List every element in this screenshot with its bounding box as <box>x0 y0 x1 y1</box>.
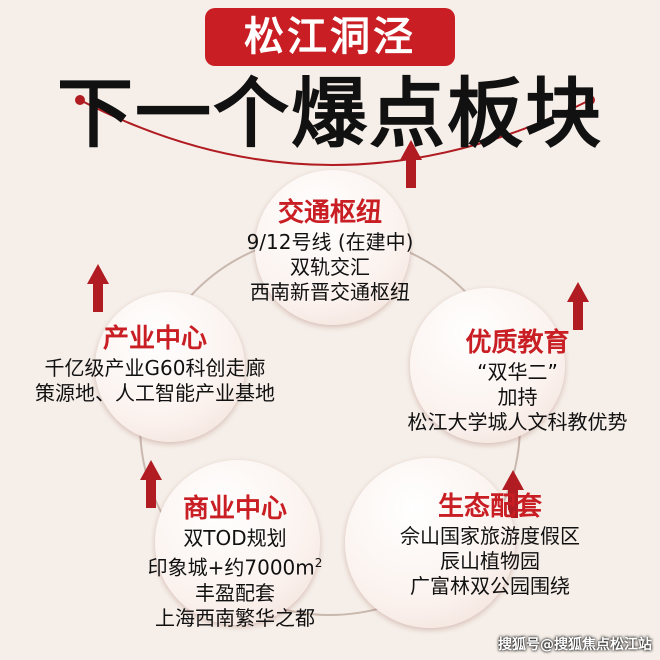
up-arrow-icon <box>400 140 422 188</box>
node-line: 西南新晋交通枢纽 <box>250 280 410 304</box>
title-arc-dot-left <box>75 95 85 105</box>
node-education: 优质教育 “双华二” 加持 松江大学城人文科教优势 <box>375 326 660 435</box>
node-commerce: 商业中心 双TOD规划 印象城+约7000m2 丰盈配套 上海西南繁华之都 <box>95 492 375 631</box>
node-line: 佘山国家旅游度假区 <box>400 524 580 548</box>
node-line: 策源地、人工智能产业基地 <box>35 381 275 405</box>
title-arc-dot-right <box>585 95 595 105</box>
node-line: 加持 <box>497 385 538 409</box>
node-line: 双轨交汇 <box>290 255 370 279</box>
node-title: 生态配套 <box>437 492 542 522</box>
node-line: 辰山植物园 <box>440 549 540 573</box>
node-industry: 产业中心 千亿级产业G60科创走廊 策源地、人工智能产业基地 <box>10 322 300 406</box>
node-line-with-superscript: 印象城+约7000m2 <box>95 551 375 581</box>
node-line-text: 印象城+约7000m <box>147 555 315 580</box>
node-ecology: 生态配套 佘山国家旅游度假区 辰山植物园 广富林双公园围绕 <box>345 490 635 599</box>
district-banner: 松江洞泾 <box>205 8 455 66</box>
node-circle-commerce <box>155 460 320 625</box>
node-line: 松江大学城人文科教优势 <box>407 410 628 434</box>
up-arrow-icon <box>87 264 109 312</box>
node-transport: 交通枢纽 9/12号线 (在建中) 双轨交汇 西南新晋交通枢纽 <box>180 196 480 305</box>
node-line: 上海西南繁华之都 <box>155 605 315 630</box>
node-title: 商业中心 <box>182 494 287 524</box>
page-title: 下一个爆点板块 <box>57 69 603 158</box>
node-circle-transport <box>255 170 410 325</box>
node-line: 广富林双公园围绕 <box>410 574 570 598</box>
up-arrow-icon <box>140 460 162 508</box>
watermark: 搜狐号@搜狐焦点松江站 <box>498 637 652 653</box>
node-line: “双华二” <box>477 360 558 384</box>
node-line: 丰盈配套 <box>195 580 275 605</box>
node-circle-ecology <box>345 458 515 628</box>
node-title: 交通枢纽 <box>277 198 382 228</box>
node-circle-industry <box>95 292 245 442</box>
up-arrow-icon <box>567 282 589 330</box>
node-title: 产业中心 <box>102 324 207 354</box>
node-line: 双TOD规划 <box>183 526 287 550</box>
up-arrow-icon <box>502 470 524 518</box>
superscript: 2 <box>314 556 323 570</box>
node-circle-education <box>410 288 565 443</box>
node-line: 千亿级产业G60科创走廊 <box>44 356 266 380</box>
title-arc <box>79 99 591 166</box>
node-title: 优质教育 <box>465 328 570 358</box>
node-line: 9/12号线 (在建中) <box>246 230 414 254</box>
